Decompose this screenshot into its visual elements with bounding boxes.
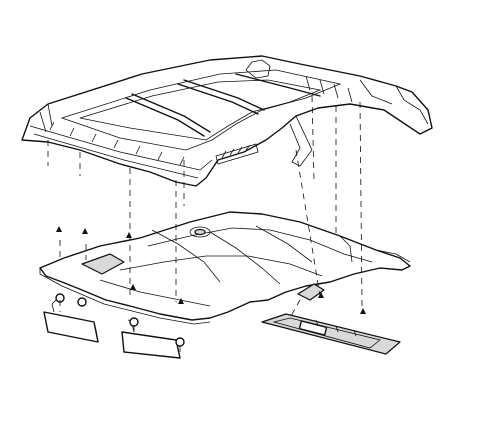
roof-outline	[22, 56, 432, 186]
sun-visor-left	[44, 298, 98, 342]
headliner-contour-4	[100, 280, 210, 306]
dome-lamp-hole	[195, 230, 205, 235]
leader-lines	[48, 96, 362, 354]
leader-7	[312, 96, 314, 180]
headliner-contour-1	[148, 228, 372, 262]
rear-trim-clips	[316, 320, 356, 336]
screw-4	[176, 338, 184, 346]
headliner-contour-2	[120, 256, 322, 276]
roof-opening-inner	[80, 80, 320, 140]
headliner-contour-3	[152, 226, 312, 284]
roof-rear-stiffeners	[306, 76, 352, 102]
console-recess	[82, 254, 124, 274]
screw-2	[78, 298, 86, 306]
clip-4	[130, 284, 136, 290]
clip-6	[318, 292, 324, 298]
roof-bow-rear	[236, 74, 320, 96]
rear-pocket	[298, 284, 324, 300]
clip-2	[82, 228, 88, 234]
rear-trim-panel-inner	[274, 318, 380, 348]
roof-bow-front	[126, 94, 210, 136]
rear-trim-panel-body	[262, 314, 400, 354]
headliner-front-edge	[40, 268, 210, 324]
sun-visor-right-body	[122, 332, 180, 358]
dome-lamp-boss	[190, 227, 210, 237]
clip-5	[178, 298, 184, 304]
leader-6	[296, 150, 320, 296]
roof-opening	[62, 70, 340, 150]
roof-rear-panel	[290, 116, 312, 166]
roof-front-rail	[30, 126, 212, 178]
roof-header-panel	[216, 144, 258, 164]
fasteners	[56, 226, 366, 346]
leader-9	[360, 102, 362, 306]
screw-3	[130, 318, 138, 326]
headliner-rear-flange	[340, 236, 410, 262]
headliner	[40, 212, 410, 324]
sun-visor-left-body	[44, 312, 98, 342]
roof-rear-bracket	[246, 60, 270, 78]
leader-15	[290, 300, 300, 318]
roof-bow-mid	[178, 80, 264, 114]
headliner-outline	[40, 212, 410, 320]
roof-rear-corner	[360, 80, 428, 124]
rear-trim-lamp	[299, 321, 326, 335]
roof-panel	[22, 56, 432, 186]
sun-visor-left-edge	[94, 322, 98, 342]
rear-trim-panel	[262, 314, 400, 354]
sun-visor-right	[122, 320, 180, 358]
clip-3	[126, 232, 132, 238]
roof-side-rail-left	[40, 104, 52, 132]
roof-header-slots	[222, 145, 250, 158]
clip-7	[360, 308, 366, 314]
clip-1	[56, 226, 62, 232]
